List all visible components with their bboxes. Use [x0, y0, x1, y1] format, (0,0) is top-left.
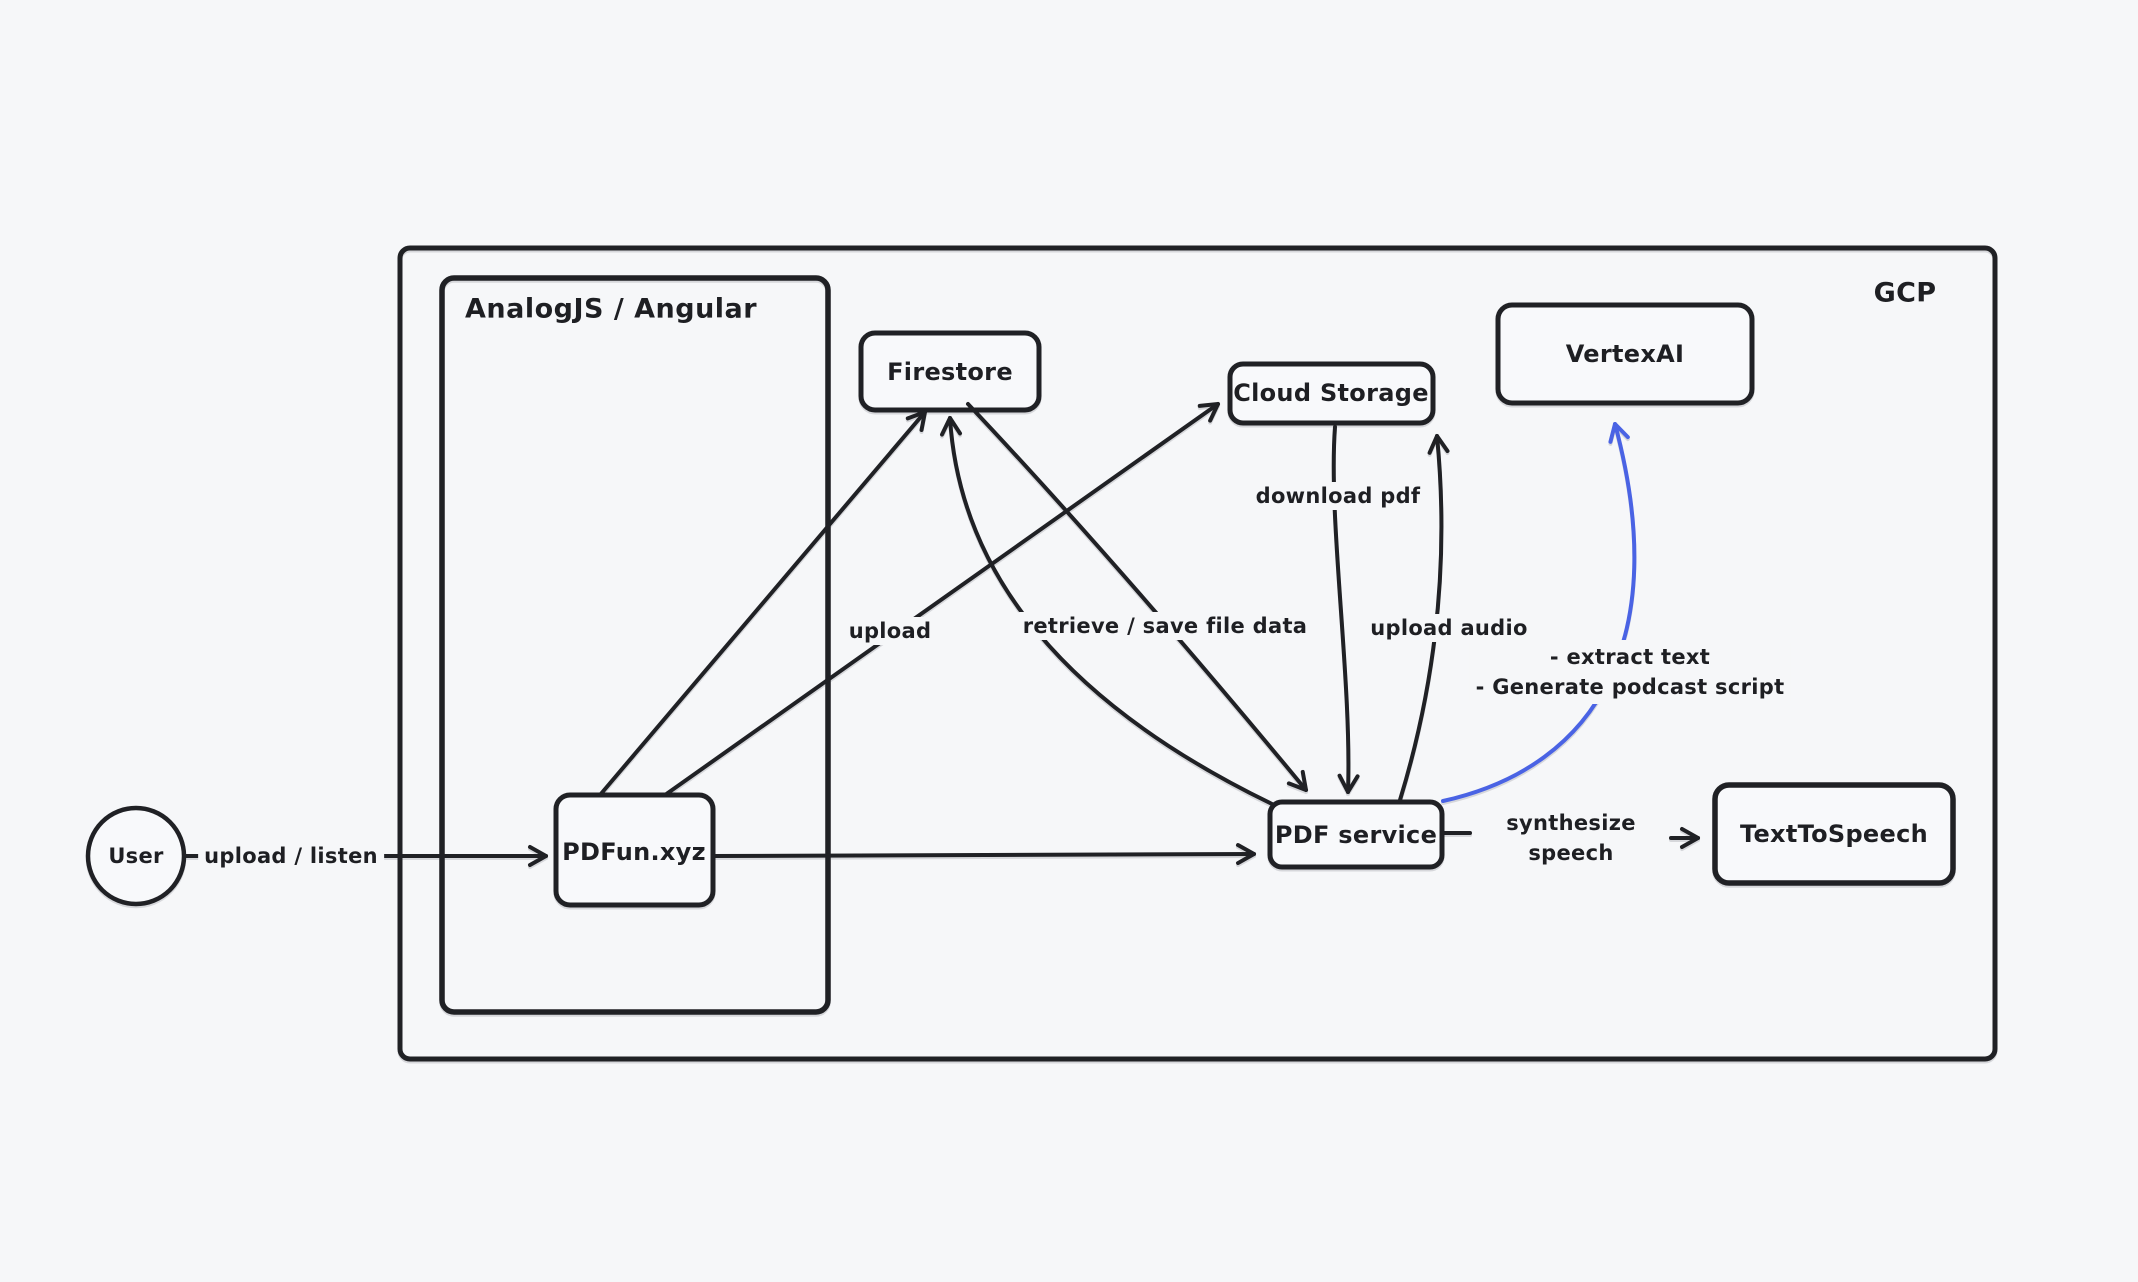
edge-label-extract-text: - extract text	[1549, 645, 1711, 669]
pdfun-box	[553, 792, 716, 908]
pdfun-node-label: PDFun.xyz	[562, 838, 706, 866]
edge-label-download-pdf: download pdf	[1249, 482, 1427, 510]
edge-label-vertexai-tasks: - extract text - Generate podcast script	[1469, 640, 1791, 704]
gcp-container-label: GCP	[1873, 277, 1937, 309]
texttospeech-node-label: TextToSpeech	[1739, 820, 1929, 848]
cloud-storage-node-label: Cloud Storage	[1233, 379, 1429, 407]
arrow-firestore-to-pdf-service	[966, 402, 1308, 792]
edge-label-generate-podcast-script: - Generate podcast script	[1475, 675, 1785, 699]
edge-label-synthesize: synthesize	[1506, 811, 1636, 835]
edge-label-upload: upload	[842, 617, 938, 645]
pdf-service-node-label: PDF service	[1274, 821, 1438, 849]
edge-label-synthesize-speech: synthesize speech	[1500, 806, 1642, 870]
vertexai-box	[1495, 302, 1755, 406]
vertexai-node-label: VertexAI	[1565, 340, 1685, 368]
cloud-storage-box	[1227, 361, 1436, 426]
firestore-box	[858, 330, 1042, 413]
arrow-pdf-service-to-firestore	[940, 416, 1274, 806]
arrow-cloud-storage-to-pdf-service	[1331, 425, 1360, 794]
arrow-pdf-service-to-vertexai	[1441, 422, 1637, 803]
edge-label-upload-audio: upload audio	[1364, 614, 1534, 642]
user-node-label: User	[108, 844, 164, 868]
arrow-pdfun-to-cloud-storage	[663, 402, 1220, 797]
edge-label-speech: speech	[1528, 841, 1614, 865]
frontend-container-box	[439, 275, 831, 1015]
texttospeech-box	[1712, 782, 1956, 886]
edge-label-retrieve-save: retrieve / save file data	[1016, 612, 1314, 640]
gcp-container-box	[397, 245, 1998, 1062]
arrow-pdfun-to-firestore	[598, 410, 927, 797]
frontend-container-label: AnalogJS / Angular	[465, 293, 758, 325]
arrow-pdfun-to-pdf-service	[711, 843, 1256, 866]
firestore-node-label: Firestore	[887, 358, 1013, 386]
edge-label-upload-listen: upload / listen	[198, 842, 384, 870]
